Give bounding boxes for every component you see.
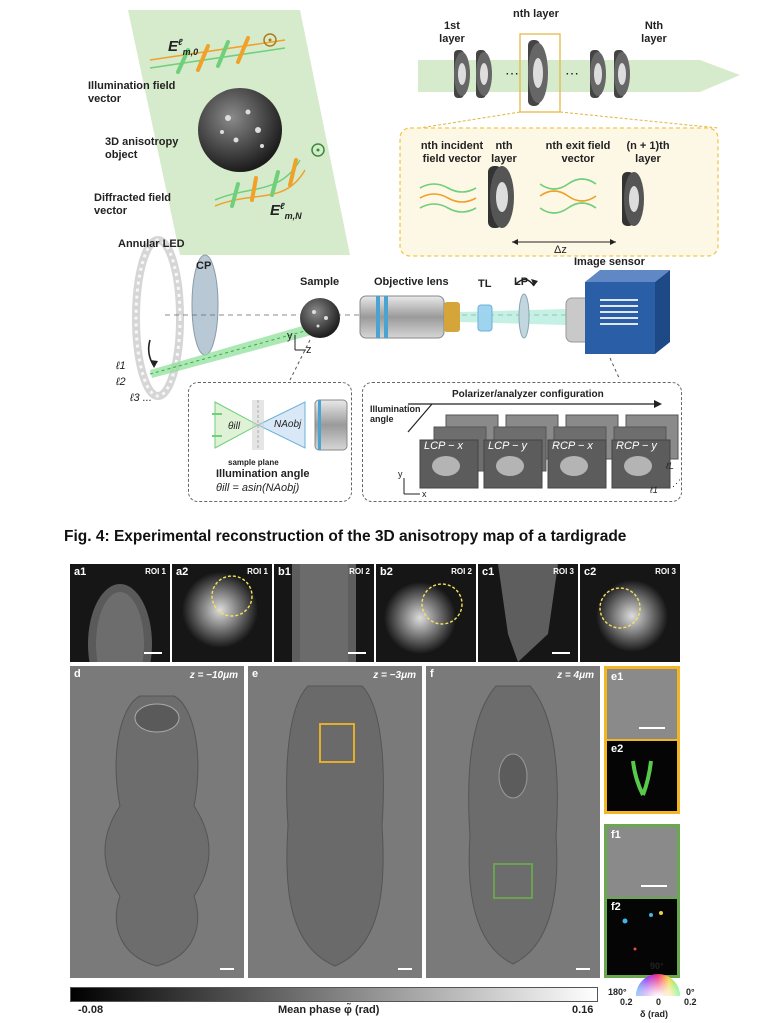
delta-z-label: Δz: [554, 244, 567, 256]
sample-plane-label: sample plane: [228, 458, 279, 467]
polarizer-config-label: Polarizer/analyzer configuration: [452, 389, 604, 400]
l1-small-label: ℓ1: [650, 485, 658, 495]
l3-label: ℓ3 ...: [130, 392, 152, 404]
figure-title: Fig. 4: Experimental reconstruction of t…: [64, 528, 627, 545]
axis-z-label: z: [306, 344, 312, 356]
wheel-right: 0.2: [684, 997, 697, 1007]
svg-text:⋰: ⋰: [672, 478, 681, 488]
colorbar-label: Mean phase φ̃ (rad): [278, 1004, 380, 1016]
na-obj-label: NAobj: [274, 419, 302, 430]
phase-colorbar: [70, 987, 598, 1002]
layer-last-label: Nth layer: [641, 20, 667, 45]
layer-stack: ⋯ ⋯: [454, 33, 630, 113]
pol-state-1: LCP − y: [488, 440, 528, 452]
colorbar-max: 0.16: [572, 1004, 594, 1016]
panel-f2: f2: [607, 899, 677, 975]
sample-sphere: [300, 298, 340, 338]
theta-ill-label: θill: [228, 421, 241, 432]
linear-polarizer: [518, 293, 530, 339]
object-label: 3D anisotropy object: [105, 136, 179, 161]
pol-state-0: LCP − x: [424, 440, 464, 452]
panel-e: e z = −3μm: [248, 666, 422, 978]
wheel-90: 90°: [650, 961, 664, 971]
lL-small-label: ℓL: [666, 461, 674, 471]
field-vector-bottom-label: Eℓm,N: [270, 201, 302, 221]
wheel-180: 180°: [608, 987, 627, 997]
panel-c1: c1 ROI 3: [478, 564, 578, 662]
wheel-mid: 0: [656, 997, 662, 1007]
tube-lens: [477, 304, 493, 332]
annular-led-label: Annular LED: [118, 238, 185, 250]
nth-layer-label: nth layer: [491, 140, 517, 165]
panel-b1: b1 ROI 2: [274, 564, 374, 662]
incident-field-label: nth incident field vector: [420, 140, 484, 165]
polarizer-config-inset: [362, 382, 682, 502]
illum-angle-axis-label: Illumination angle: [370, 404, 421, 424]
panel-b2: b2 ROI 2: [376, 564, 476, 662]
field-vector-top-label: Eℓm,0: [168, 37, 199, 57]
pol-state-3: RCP − y: [616, 440, 657, 452]
schematic-illustration: ⋯ ⋯: [128, 10, 740, 495]
panel-a1: a1 ROI 1: [70, 564, 170, 662]
cp-label: CP: [196, 260, 212, 272]
svg-text:⋯: ⋯: [565, 65, 579, 81]
sample-label: Sample: [300, 276, 340, 288]
exit-field-label: nth exit field vector: [545, 140, 611, 165]
panel-e2: e2: [607, 741, 677, 811]
polarization-image-stack: ⋰: [403, 400, 681, 495]
axis-x2-label: x: [422, 489, 427, 499]
svg-text:⋯: ⋯: [505, 65, 519, 81]
layer-nth-label: nth layer: [513, 8, 559, 20]
pol-state-2: RCP − x: [552, 440, 593, 452]
illumination-angle-inset: [188, 382, 352, 502]
wheel-0: 0°: [686, 987, 695, 997]
panel-f: f z = 4μm: [426, 666, 600, 978]
panel-d: d z = −10μm: [70, 666, 244, 978]
tl-label: TL: [478, 278, 492, 290]
sensor-label: Image sensor: [574, 256, 645, 268]
wheel-unit: δ (rad): [640, 1009, 668, 1019]
illum-angle-equation: θill = asin(NAobj): [216, 482, 300, 494]
layer-first-label: 1st layer: [439, 20, 465, 45]
retardance-colorwheel: [636, 974, 680, 996]
panel-e1: e1: [607, 669, 677, 739]
image-sensor: [565, 270, 670, 354]
panel-f1: f1: [607, 827, 677, 897]
panel-c2: c2 ROI 3: [580, 564, 680, 662]
diffracted-field-label: Diffracted field vector: [94, 192, 172, 217]
objective-lens: [359, 295, 445, 339]
wheel-left: 0.2: [620, 997, 633, 1007]
panel-a2: a2 ROI 1: [172, 564, 272, 662]
axis-y2-label: y: [398, 469, 403, 479]
next-layer-label: (n + 1)th layer: [626, 140, 670, 165]
yellow-inset-frame: e1 e2: [604, 666, 680, 814]
green-inset-frame: f1 f2: [604, 824, 680, 978]
objective-label: Objective lens: [374, 276, 449, 288]
l1-label: ℓ1: [116, 360, 126, 372]
axis-y-label: y: [287, 330, 293, 342]
lp-label: LP: [514, 276, 529, 288]
colorbar-min: -0.08: [78, 1004, 104, 1016]
illum-angle-title: Illumination angle: [216, 468, 310, 480]
l2-label: ℓ2: [116, 376, 126, 388]
anisotropy-object: [198, 88, 282, 172]
illumination-field-label: Illumination field vector: [88, 80, 176, 105]
